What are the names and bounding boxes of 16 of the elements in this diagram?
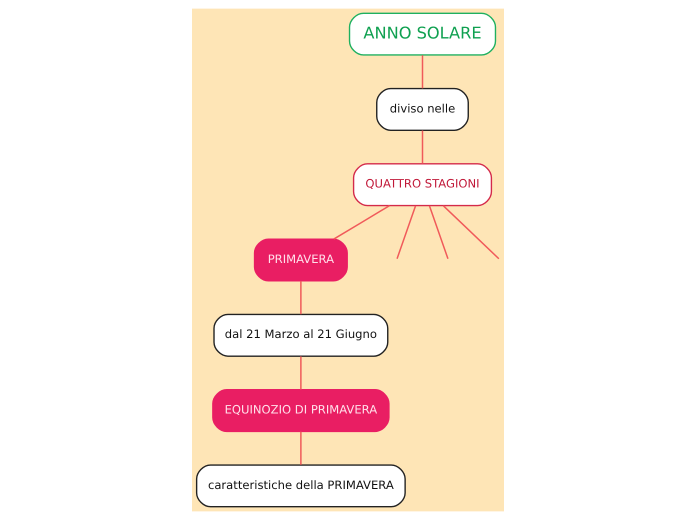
node-box: EQUINOZIO DI PRIMAVERA [212, 389, 390, 432]
node-box: dal 21 Marzo al 21 Giugno [213, 314, 388, 357]
node-box: PRIMAVERA [254, 238, 348, 282]
connector [422, 130, 424, 164]
connector [300, 356, 302, 390]
connector [428, 206, 449, 259]
node-box: diviso nelle [376, 88, 469, 131]
connector [442, 205, 500, 260]
node-box: ANNO SOLARE [348, 12, 496, 56]
connector [300, 432, 302, 465]
node-box: QUATTRO STAGIONI [352, 163, 492, 206]
connector [396, 206, 416, 259]
connector [333, 204, 390, 240]
node-box: caratteristiche della PRIMAVERA [196, 464, 406, 508]
connector [300, 281, 302, 314]
connector [422, 55, 424, 88]
